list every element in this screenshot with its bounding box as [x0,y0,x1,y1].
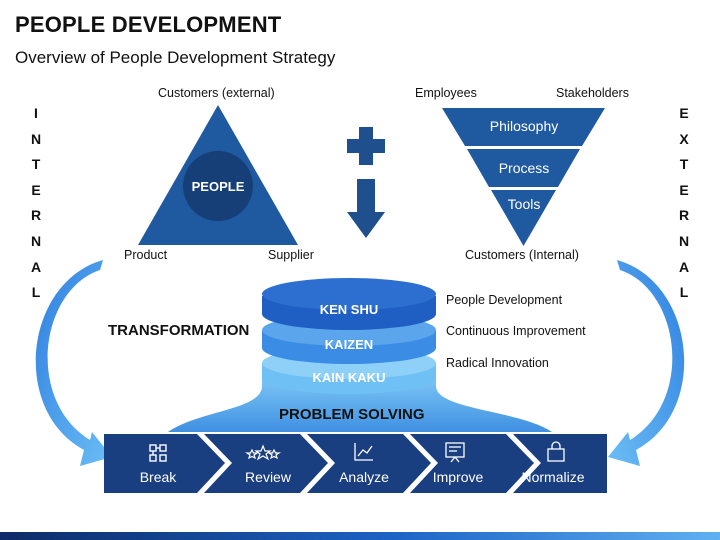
external-letter: X [679,130,689,147]
step-review-label: Review [245,469,291,485]
step-improve-shape [410,434,534,493]
step-analyze-label: Analyze [339,469,389,485]
tools-label: Tools [507,196,541,212]
continuous-improvement-desc: Continuous Improvement [446,324,586,338]
internal-letter: R [30,207,42,224]
stakeholders-label: Stakeholders [556,86,629,100]
step-normalize-label: Normalize [521,469,585,485]
people-circle [183,151,253,221]
internal-vertical-label: I N T E R N A L [28,101,44,306]
employees-label: Employees [415,86,477,100]
internal-letter: A [30,258,42,275]
ken-shu-label: KEN SHU [319,302,379,317]
improve-board-icon [445,442,465,463]
external-letter: A [678,258,690,275]
tools-level [491,190,556,246]
external-letter: L [679,284,689,301]
page-subtitle: Overview of People Development Strategy [15,48,336,67]
kaizen-label: KAIZEN [324,337,374,352]
step-break-shape [104,434,225,493]
break-icon [149,444,167,462]
supplier-label: Supplier [268,248,314,262]
ken-shu-layer [262,278,436,330]
external-letter: R [678,207,690,224]
philosophy-label: Philosophy [489,118,559,134]
kain-kaku-label: KAIN KAKU [312,370,386,385]
page-title: PEOPLE DEVELOPMENT [15,12,282,37]
product-label: Product [124,248,168,262]
transformation-label: TRANSFORMATION [108,322,250,339]
internal-letter: T [31,156,41,173]
customers-internal-label: Customers (Internal) [465,248,579,262]
stars-review-icon [245,444,281,461]
philosophy-level [442,108,605,146]
internal-letter: E [31,181,41,198]
plus-icon-bar [347,139,385,153]
bottom-accent-bar [0,532,720,540]
shopping-bag-icon [547,441,565,462]
internal-letter: L [31,284,41,301]
external-curved-arrow [608,260,685,466]
process-level [467,149,580,187]
external-letter: T [679,156,689,173]
step-improve-label: Improve [432,469,484,485]
step-break-label: Break [139,469,177,485]
radical-innovation-desc: Radical Innovation [446,356,549,370]
customers-external-label: Customers (external) [158,86,275,100]
people-center-label: PEOPLE [191,179,245,194]
step-review-shape [204,434,328,493]
external-vertical-label: E X T E R N A L [676,101,692,306]
chart-analyze-icon [354,443,373,461]
problem-solving-label: PROBLEM SOLVING [279,406,425,423]
problem-solving-funnel [168,378,552,432]
internal-letter: N [30,232,42,249]
step-normalize-shape [513,434,607,493]
internal-curved-arrow [35,260,113,466]
internal-letter: N [30,130,42,147]
step-analyze-shape [307,434,431,493]
process-label: Process [498,160,550,176]
people-development-desc: People Development [446,293,563,307]
external-letter: N [678,232,690,249]
internal-letter: I [34,105,38,121]
arrow-down-icon [347,179,385,238]
external-letter: E [679,181,689,198]
external-letter: E [679,105,689,121]
